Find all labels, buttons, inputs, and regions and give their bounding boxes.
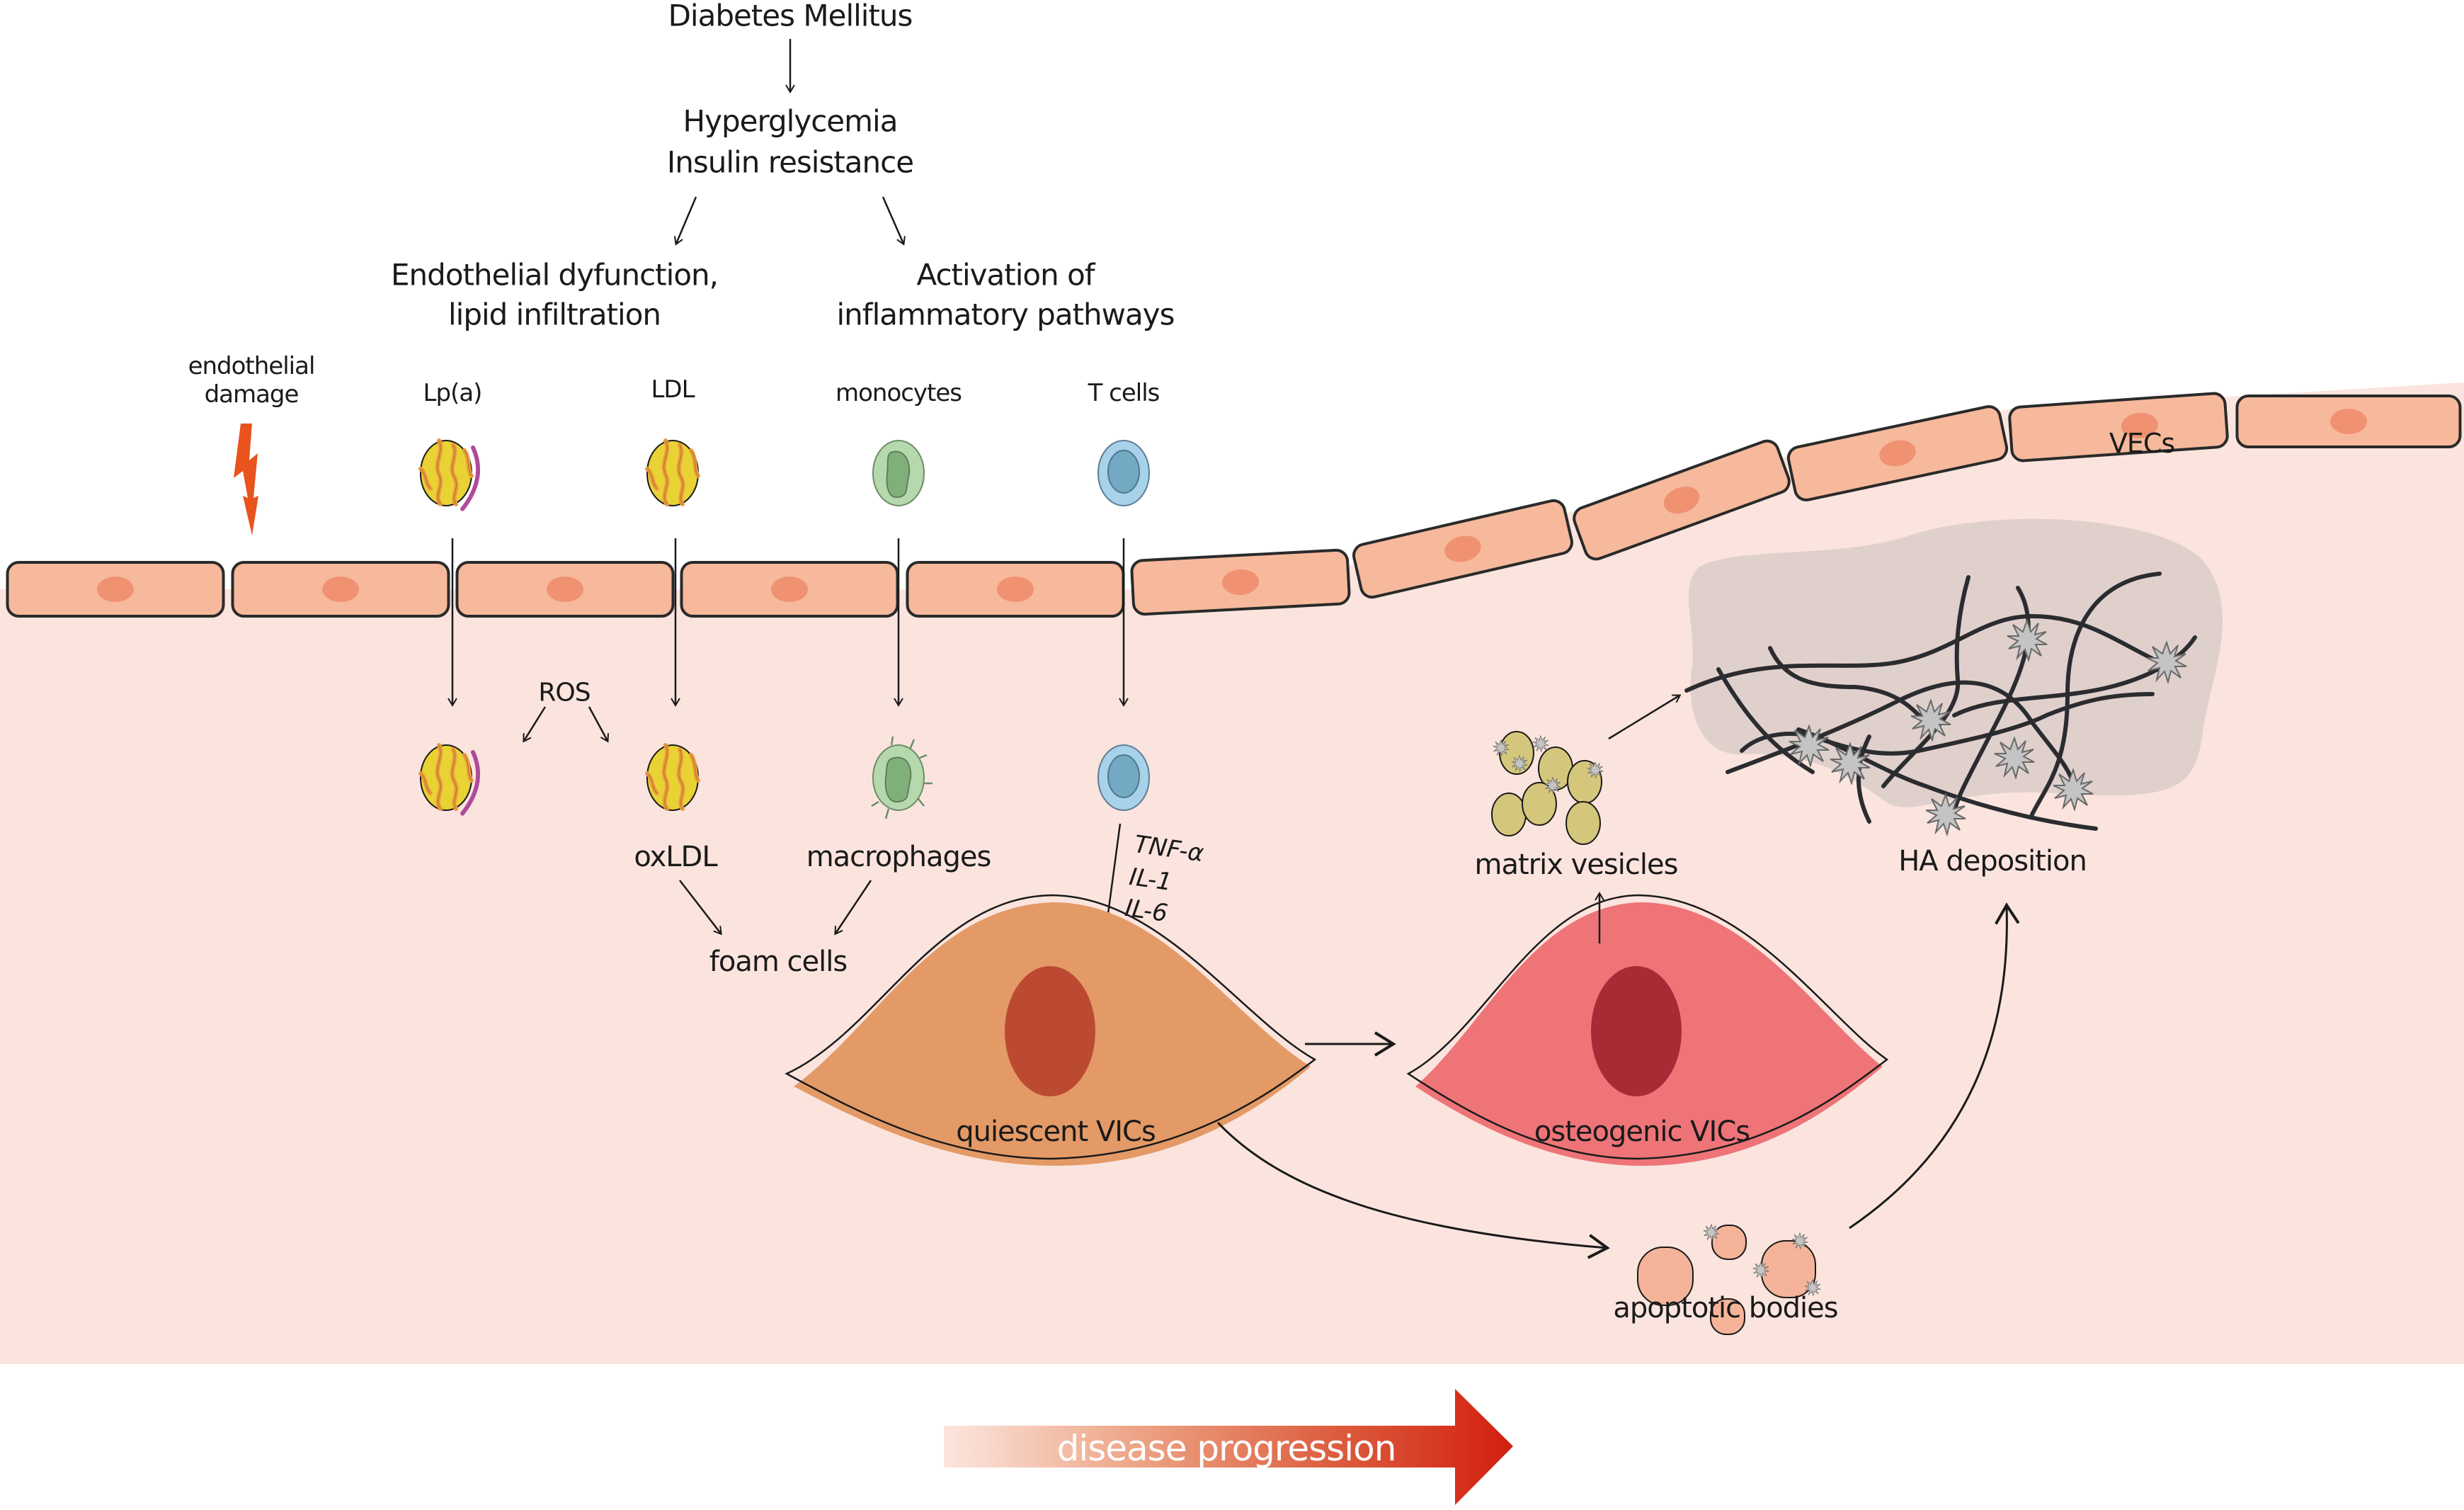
endothelial-cell [1573,439,1791,561]
label-apoptotic-bodies: apoptotic bodies [1613,1292,1838,1324]
label-il-6: IL-6 [1123,894,1170,928]
label-il-1: IL-1 [1127,863,1174,897]
label-hyperglycemia: Hyperglycemia [683,103,899,139]
cell-nucleus [97,577,134,602]
collagen-fiber [1952,586,2031,817]
oxidized-lipoprotein-a-icon [418,743,481,817]
cell-nucleus [1444,535,1481,562]
apoptotic-bodies-icon [1637,1224,1821,1335]
endothelial-cell [231,561,450,618]
lipoprotein-a-icon [418,438,481,512]
quiescent-vic-cell [785,894,1317,1166]
label-ldl: LDL [651,375,695,404]
endothelial-cell [455,561,675,618]
matrix-vesicle [1499,731,1534,775]
label-t-cells: T cells [1088,379,1160,407]
label-ros: ROS [538,678,591,708]
label-macrophages: macrophages [806,841,992,873]
label-diabetes-mellitus: Diabetes Mellitus [668,0,913,33]
label-endothelial: endothelial [188,352,316,380]
endothelial-cell [906,561,1125,618]
arrow-macrophages-to-foam-cells [834,880,872,936]
t-cell-icon [1097,440,1150,506]
matrix-vesicle [1491,793,1527,836]
matrix-vesicle [1522,782,1557,826]
monocyte-icon [872,440,925,506]
collagen-fiber [1881,575,1970,788]
label-damage: damage [204,380,300,409]
endothelial-cell [680,561,899,618]
collagen-fiber [1716,667,1815,774]
collagen-fiber [2030,572,2162,817]
label-foam-cells: foam cells [709,946,848,978]
cell-nucleus [2330,409,2367,434]
cell-nucleus [997,577,1034,602]
cell-nucleus [1222,569,1259,596]
activated-t-cell-icon [1097,744,1150,811]
arrow-quiescent-to-apoptotic-bodies [1216,1121,1610,1259]
ldl-particle-icon [645,438,700,506]
arrow-oxldl-to-foam-cells [679,880,722,936]
arrow-apoptotic-bodies-to-ha [1849,902,2020,1230]
apoptotic-body [1710,1298,1745,1335]
label-lipid-infiltration: lipid infiltration [447,297,661,332]
collagen-fiber [1740,692,2155,756]
label-vecs: VECs [2109,428,2175,459]
arrow-matrix-vesicles-to-ha [1608,694,1682,740]
endothelial-cell [1352,499,1573,599]
matrix-vesicle [1565,801,1601,845]
label-ha-deposition: HA deposition [1898,845,2087,878]
collagen-fiber [1796,727,2098,831]
cell-nucleus [1879,440,1916,467]
endothelium-layer [6,392,2462,618]
oxldl-particle-icon [645,743,700,811]
arrow-ros-to-ldl [588,706,609,743]
endothelial-cell [2008,392,2229,462]
cell-nucleus [771,577,808,602]
label-disease-progression: disease progression [1056,1428,1397,1469]
lightning-bolt-icon [234,424,258,535]
cell-nucleus [322,577,359,602]
arrow-to-endothelial-dysfunction [674,196,697,246]
disease-progression-arrow [944,1389,1513,1505]
apoptotic-body [1637,1247,1694,1306]
label-insulin-resistance: Insulin resistance [666,144,914,180]
label-osteogenic-vics: osteogenic VICs [1534,1116,1750,1148]
collagen-fiber [1768,646,1928,725]
label-monocytes: monocytes [835,379,962,407]
label-inflammatory-pathways: inflammatory pathways [836,297,1175,332]
label-quiescent-vics: quiescent VICs [956,1116,1156,1148]
collagen-fiber [1856,734,1871,824]
matrix-vesicles-icon [1491,731,1604,845]
endothelial-cell [1786,405,2009,501]
cell-nucleus [2121,412,2158,438]
label-oxldl: oxLDL [634,841,717,873]
macrophage-icon [871,736,932,819]
endothelial-cell [6,561,225,618]
osteogenic-vic-cell [1406,894,1889,1166]
apoptotic-body [1711,1225,1747,1260]
label-matrix-vesicles: matrix vesicles [1474,848,1679,881]
endothelial-cell [2235,394,2462,448]
arrow-to-inflammatory-pathways [882,196,906,246]
cell-nucleus [1663,486,1700,514]
label-lpa: Lp(a) [423,379,483,407]
label-endothelial-dysfunction: Endothelial dyfunction, [391,257,719,293]
label-activation-of: Activation of [916,257,1095,293]
endothelial-cell [1130,548,1351,616]
cell-nucleus [547,577,583,602]
collagen-fiber [1684,613,2155,693]
arrow-ros-to-lpa [523,706,547,743]
